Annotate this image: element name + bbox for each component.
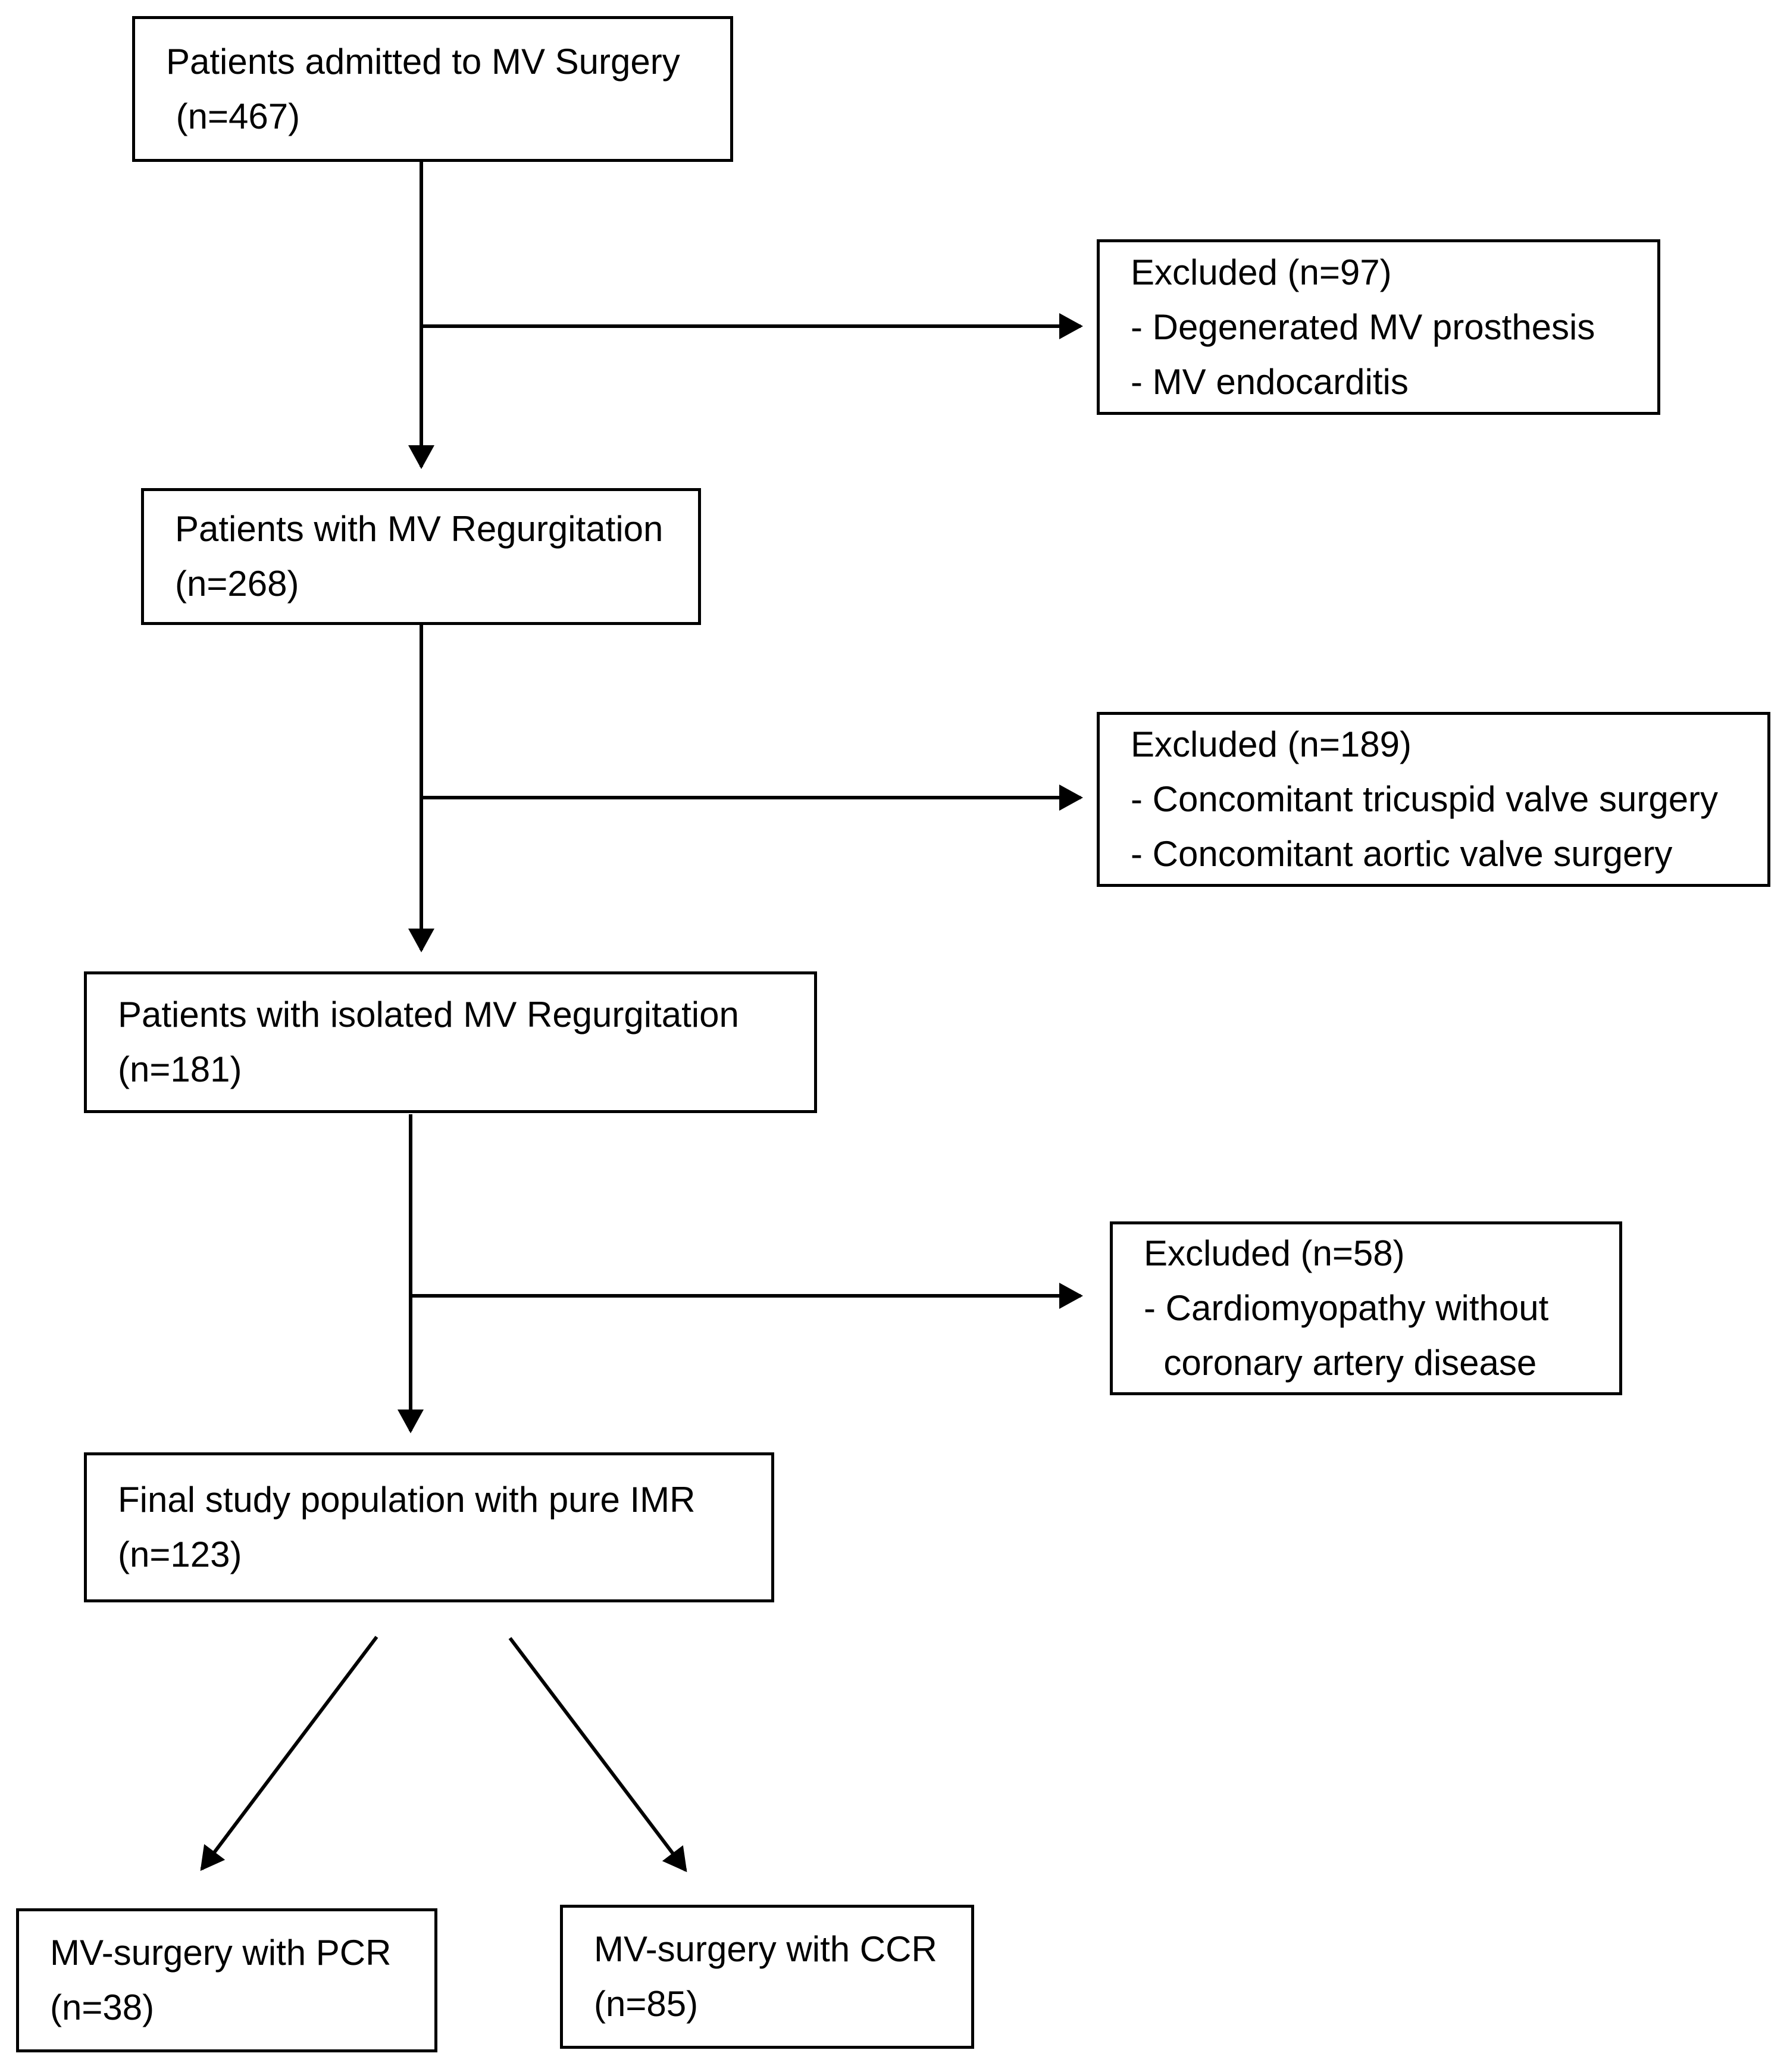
arrow-final-to-ccr [508, 1637, 687, 1873]
box-text-line: - Degenerated MV prosthesis [1131, 307, 1595, 347]
box-pcr-group: MV-surgery with PCR (n=38) [16, 1908, 437, 2052]
box-text-line: (n=123) [118, 1535, 242, 1574]
box-text-line: (n=467) [166, 96, 301, 136]
box-mv-regurgitation: Patients with MV Regurgitation (n=268) [141, 488, 701, 625]
box-ccr-group: MV-surgery with CCR (n=85) [560, 1905, 974, 2049]
box-excluded-97: Excluded (n=97) - Degenerated MV prosthe… [1097, 239, 1660, 415]
box-text-line: - MV endocarditis [1131, 361, 1409, 402]
box-excluded-58: Excluded (n=58) - Cardiomyopathy without… [1110, 1221, 1622, 1395]
box-text-line: (n=181) [118, 1049, 242, 1089]
box-text-line: (n=85) [594, 1984, 699, 2024]
box-isolated-mv-regurgitation: Patients with isolated MV Regurgitation … [84, 971, 817, 1113]
box-text-line: coronary artery disease [1144, 1343, 1537, 1383]
box-admitted-mv-surgery: Patients admitted to MV Surgery (n=467) [132, 16, 733, 162]
box-text-line: Patients with isolated MV Regurgitation [118, 995, 739, 1035]
box-text-line: Patients admitted to MV Surgery [166, 41, 680, 82]
box-text-line: MV-surgery with PCR [50, 1933, 392, 1973]
box-text-line: Excluded (n=97) [1131, 252, 1392, 292]
box-text-line: - Cardiomyopathy without [1144, 1288, 1549, 1328]
box-final-study-population: Final study population with pure IMR (n=… [84, 1452, 774, 1602]
box-text-line: Excluded (n=58) [1144, 1233, 1405, 1273]
box-text-line: - Concomitant aortic valve surgery [1131, 834, 1673, 874]
box-text-line: Excluded (n=189) [1131, 724, 1412, 764]
box-text-line: Final study population with pure IMR [118, 1480, 696, 1520]
box-excluded-189: Excluded (n=189) - Concomitant tricuspid… [1097, 712, 1770, 887]
arrow-final-to-pcr [200, 1636, 378, 1871]
box-text-line: MV-surgery with CCR [594, 1929, 937, 1969]
box-text-line: (n=268) [175, 564, 299, 604]
box-text-line: Patients with MV Regurgitation [175, 509, 664, 549]
box-text-line: - Concomitant tricuspid valve surgery [1131, 779, 1719, 819]
box-text-line: (n=38) [50, 1987, 155, 2027]
